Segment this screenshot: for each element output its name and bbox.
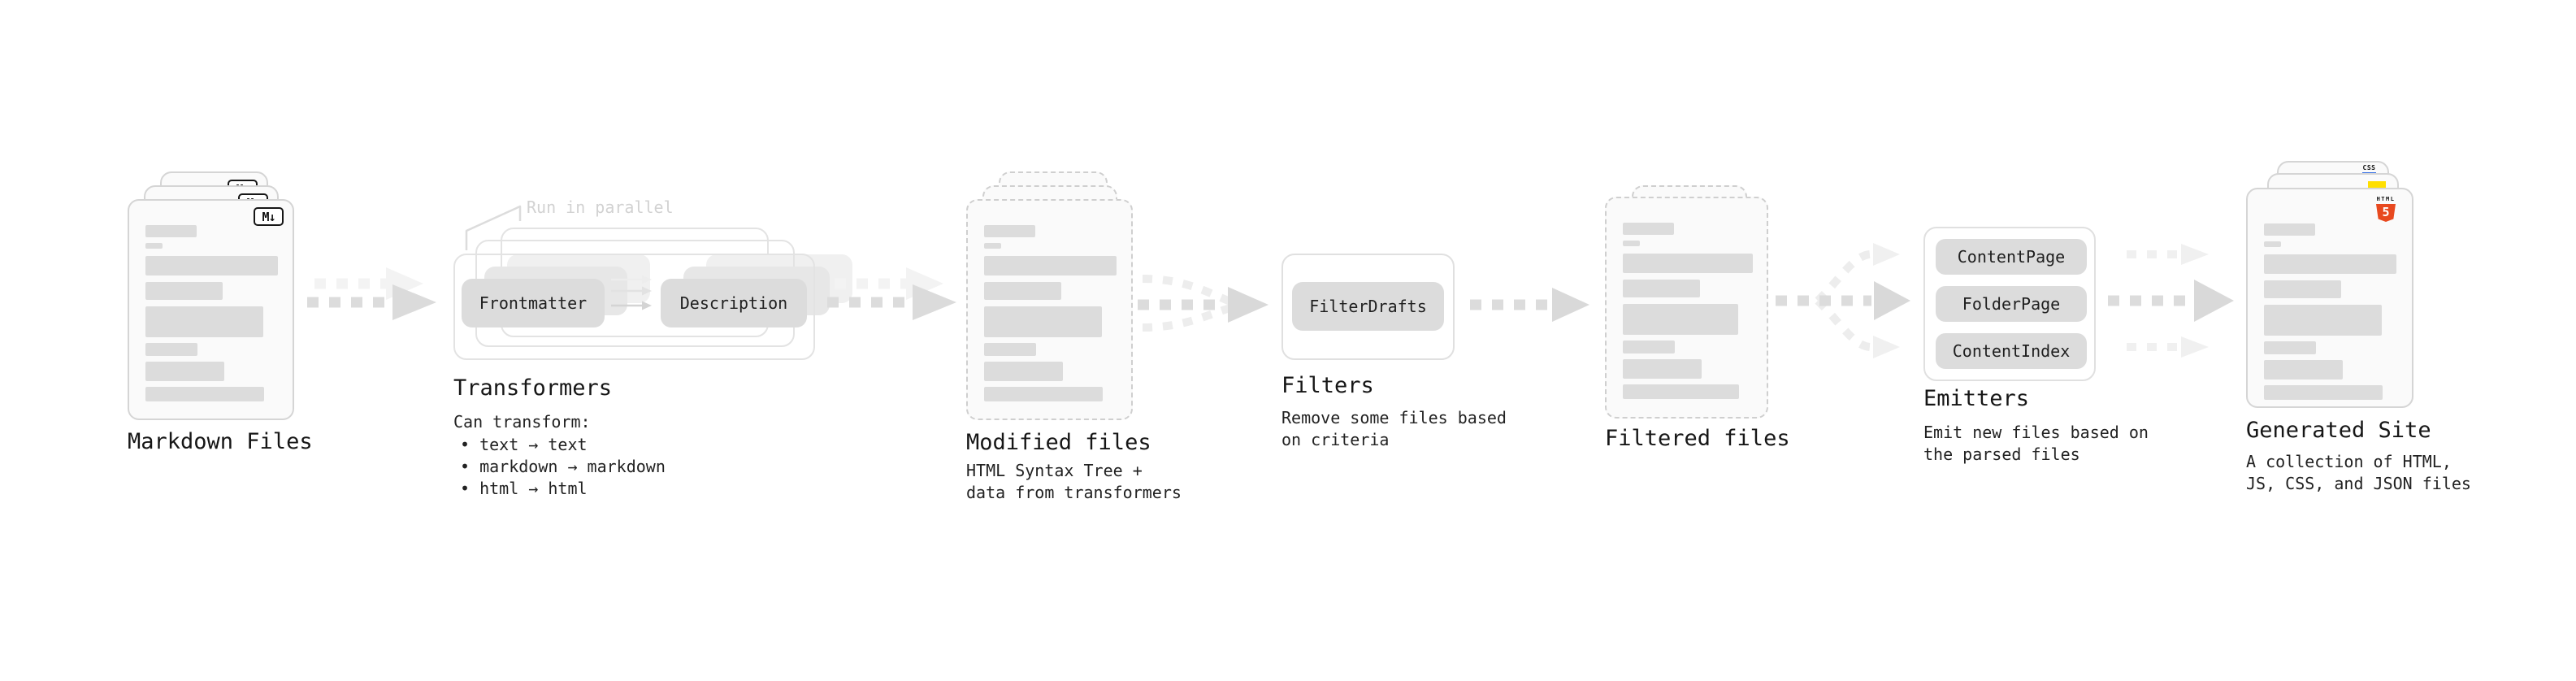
modified-files-desc: HTML Syntax Tree + data from transformer…: [966, 461, 1182, 502]
modified-file-card-front: [966, 199, 1133, 420]
doc-placeholder-lines: [145, 225, 278, 401]
filtered-files-title: Filtered files: [1605, 426, 1790, 451]
transformer-box-front: [453, 254, 815, 360]
html5-icon: HTML 5: [2370, 196, 2402, 222]
modified-files-title: Modified files: [966, 430, 1151, 455]
emitters-desc: Emit new files based on the parsed files: [1923, 423, 2149, 464]
contentindex-pill: ContentIndex: [1936, 333, 2087, 369]
html5-icon-label: HTML: [2376, 196, 2396, 202]
arrow-filters-to-filtered: [1470, 288, 1589, 322]
description-pill: Description: [661, 279, 807, 327]
filters-desc: Remove some files based on criteria: [1281, 408, 1507, 449]
transformers-bullet: • text → text: [460, 435, 588, 454]
html5-shield: 5: [2376, 204, 2396, 222]
generated-site-title: Generated Site: [2246, 418, 2431, 443]
markdown-icon: M↓: [254, 207, 284, 226]
arrow-filtered-to-emitters: [1776, 243, 1910, 358]
generated-site-desc: A collection of HTML, JS, CSS, and JSON …: [2246, 452, 2471, 493]
stage-modified-files: [966, 171, 1177, 432]
arrow-transformers-to-modified: [827, 267, 956, 320]
emitters-panel: ContentPage FolderPage ContentIndex: [1923, 227, 2096, 381]
doc-placeholder-lines: [1623, 223, 1753, 399]
doc-placeholder-lines: [2264, 223, 2396, 400]
arrow-markdown-to-transformers: [307, 267, 436, 320]
stage-markdown-files: M↓ M↓ M↓: [128, 171, 339, 432]
filters-panel: FilterDrafts: [1281, 254, 1455, 360]
stage-filtered-files: [1605, 185, 1816, 445]
filters-title: Filters: [1281, 373, 1374, 398]
contentpage-pill: ContentPage: [1936, 239, 2087, 275]
annotation-callout-line: [465, 205, 522, 250]
filterdrafts-pill: FilterDrafts: [1292, 282, 1444, 331]
run-in-parallel-annotation: Run in parallel: [527, 197, 674, 217]
stage-generated-site: CSS HTML 5: [2246, 161, 2457, 421]
frontmatter-pill: Frontmatter: [462, 279, 605, 327]
filtered-file-card-front: [1605, 197, 1768, 419]
generated-html-card: HTML 5: [2246, 188, 2413, 408]
markdown-file-card-front: M↓: [128, 199, 294, 420]
transformers-bullet: • html → html: [460, 479, 588, 498]
transformers-bullet-list: • text → text • markdown → markdown • ht…: [460, 434, 666, 500]
css-icon-label: CSS: [2362, 164, 2376, 171]
markdown-files-label: Markdown Files: [128, 429, 313, 454]
doc-placeholder-lines: [984, 225, 1117, 401]
transformers-desc-heading: Can transform:: [453, 412, 591, 432]
emitters-title: Emitters: [1923, 386, 2030, 411]
transformers-title: Transformers: [453, 375, 613, 401]
transformer-mini-arrows: [611, 275, 652, 310]
transformers-bullet: • markdown → markdown: [460, 457, 666, 476]
folderpage-pill: FolderPage: [1936, 286, 2087, 322]
arrow-emitters-to-generated: [2108, 244, 2234, 358]
arrow-modified-to-filters: [1138, 275, 1268, 332]
